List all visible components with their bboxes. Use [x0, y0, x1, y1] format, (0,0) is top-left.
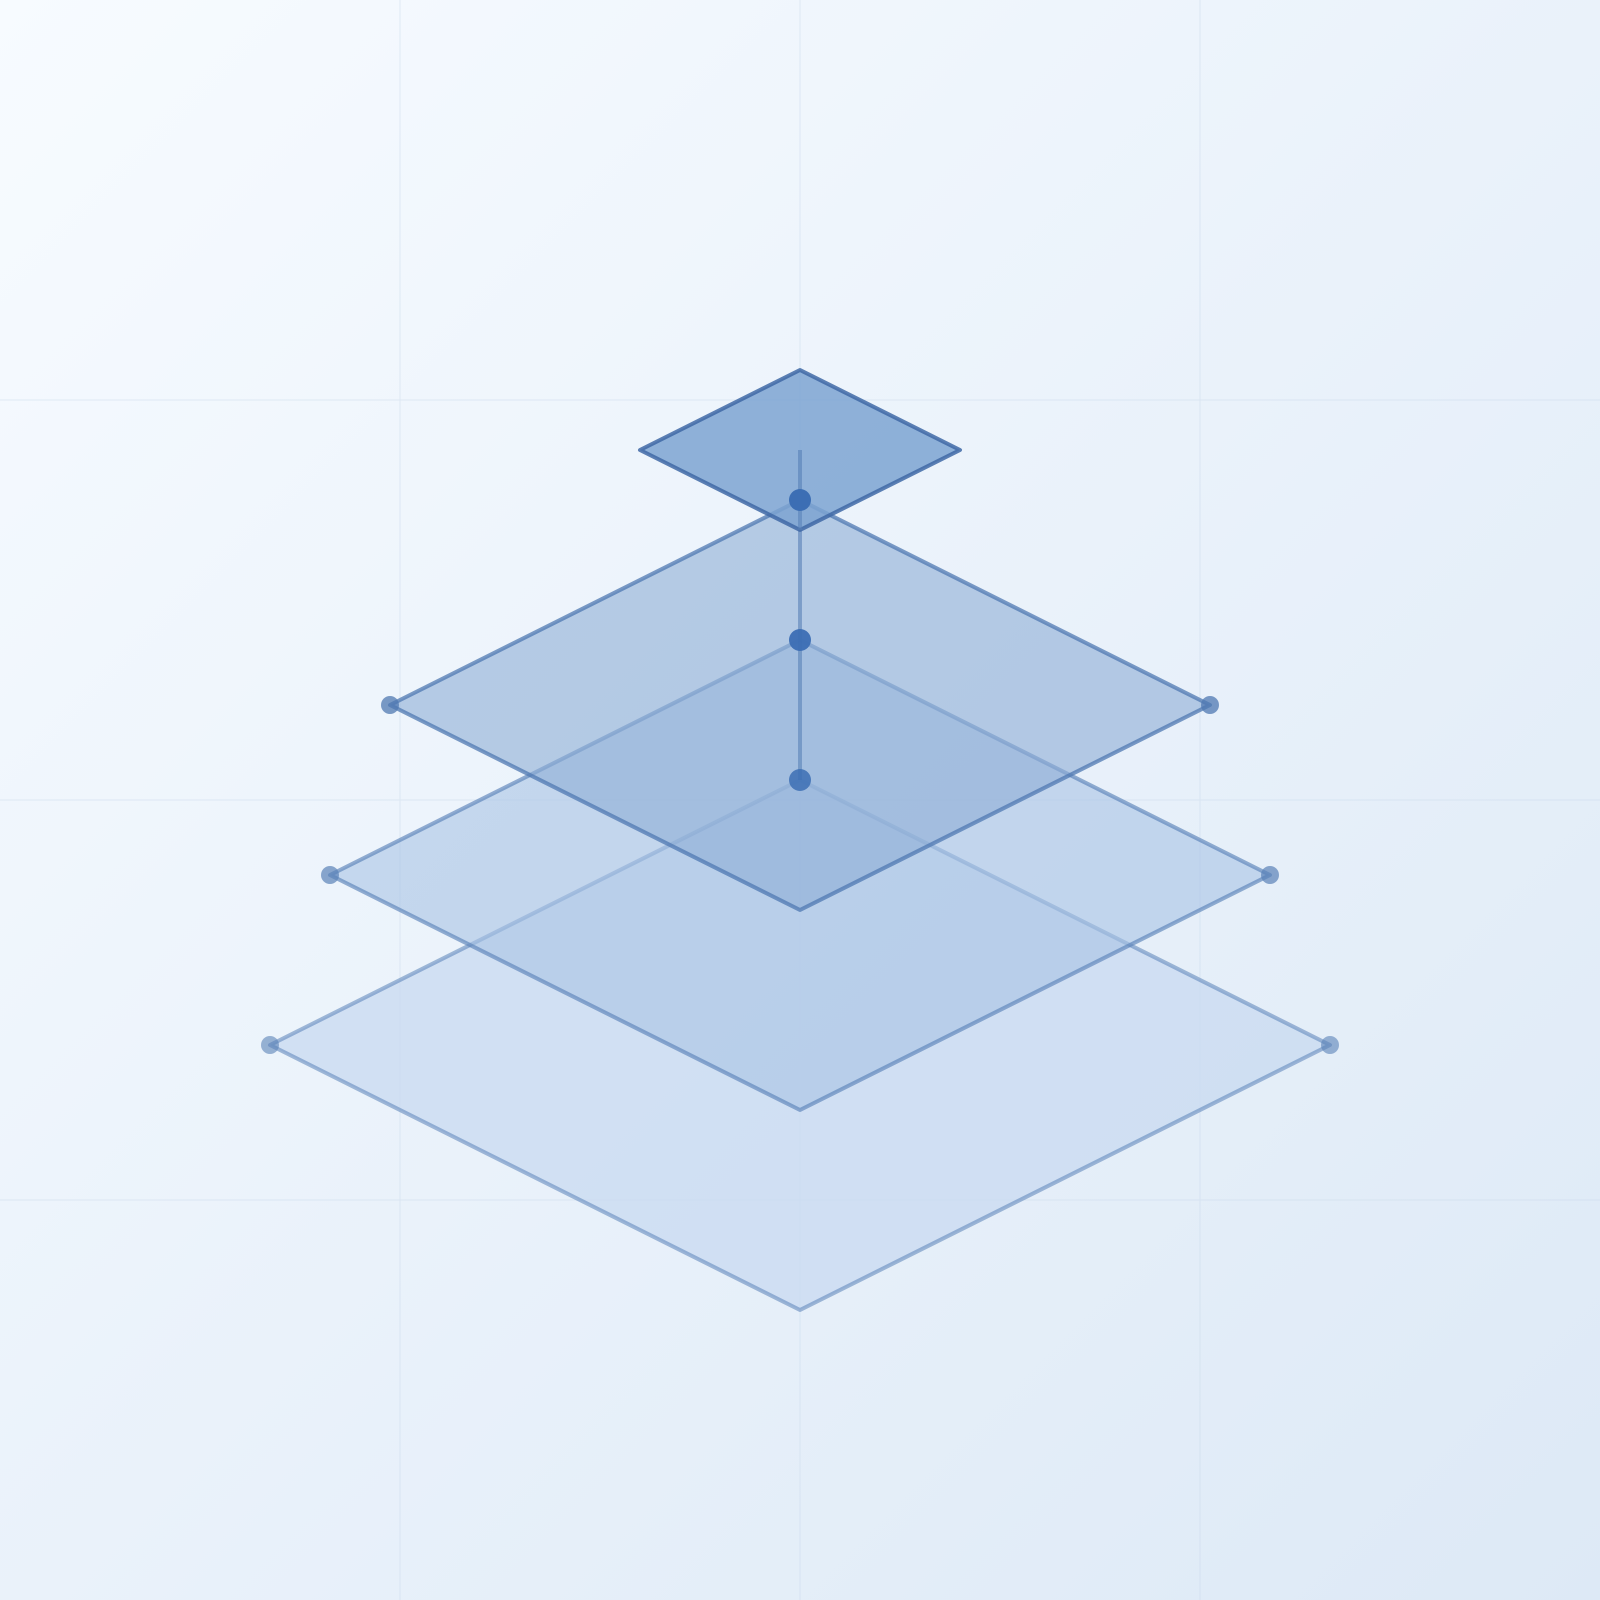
- layer-middle-apex-node: [789, 629, 811, 651]
- layer-upper-left-node: [381, 696, 399, 714]
- layer-middle-right-node: [1261, 866, 1279, 884]
- layer-middle-left-node: [321, 866, 339, 884]
- layer-base-left-node: [261, 1036, 279, 1054]
- layer-upper-right-node: [1201, 696, 1219, 714]
- layer-base-apex-node: [789, 769, 811, 791]
- layer-upper-apex-node: [789, 489, 811, 511]
- layer-base-right-node: [1321, 1036, 1339, 1054]
